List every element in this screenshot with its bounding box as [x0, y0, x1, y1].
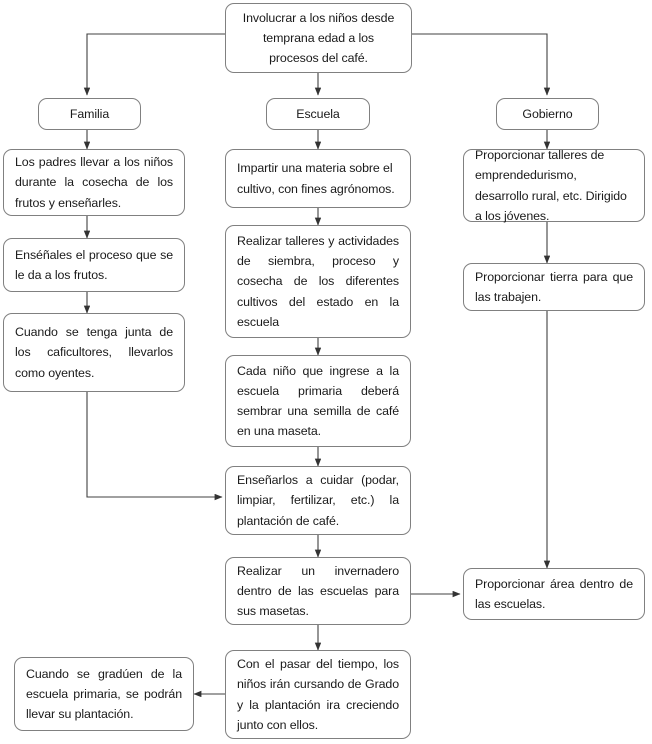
category-node-gobierno[interactable]: Gobierno — [496, 98, 599, 130]
familia-step-1-text: Los padres llevar a los niños durante la… — [15, 155, 173, 210]
familia-step-3[interactable]: Cuando se tenga junta de los caficultore… — [3, 313, 185, 392]
root-node-text: Involucrar a los niños desde temprana ed… — [242, 10, 395, 66]
gobierno-step-3-text: Proporcionar área dentro de las escuelas… — [475, 576, 633, 611]
escuela-step-3[interactable]: Cada niño que ingrese a la escuela prima… — [225, 355, 411, 447]
gobierno-step-1-text: Proporcionar talleres de emprendedurismo… — [475, 148, 627, 223]
outcome-node-graduacion[interactable]: Cuando se gradúen de la escuela primaria… — [14, 657, 194, 731]
escuela-step-4[interactable]: Enseñarlos a cuidar (podar, limpiar, fer… — [225, 466, 411, 535]
gobierno-step-2-text: Proporcionar tierra para que las trabaje… — [475, 269, 633, 304]
category-node-familia[interactable]: Familia — [38, 98, 141, 130]
escuela-step-2-text: Realizar talleres y actividades de siemb… — [237, 234, 399, 329]
escuela-step-2[interactable]: Realizar talleres y actividades de siemb… — [225, 225, 411, 338]
escuela-step-3-text: Cada niño que ingrese a la escuela prima… — [237, 363, 399, 439]
escuela-step-4-text: Enseñarlos a cuidar (podar, limpiar, fer… — [237, 473, 399, 528]
escuela-step-6-text: Con el pasar del tiempo, los niños irán … — [237, 657, 399, 732]
gobierno-step-3[interactable]: Proporcionar área dentro de las escuelas… — [463, 568, 645, 620]
familia-step-2[interactable]: Enséñales el proceso que se le da a los … — [3, 238, 185, 292]
category-label-familia: Familia — [69, 106, 110, 121]
escuela-step-5-text: Realizar un invernadero dentro de las es… — [237, 563, 399, 619]
escuela-step-1-text: Impartir una materia sobre el cultivo, c… — [237, 161, 395, 196]
familia-step-2-text: Enséñales el proceso que se le da a los … — [15, 247, 173, 282]
familia-step-1[interactable]: Los padres llevar a los niños durante la… — [3, 149, 185, 216]
escuela-step-5[interactable]: Realizar un invernadero dentro de las es… — [225, 557, 411, 625]
gobierno-step-2[interactable]: Proporcionar tierra para que las trabaje… — [463, 263, 645, 311]
escuela-step-1[interactable]: Impartir una materia sobre el cultivo, c… — [225, 149, 411, 208]
escuela-step-6[interactable]: Con el pasar del tiempo, los niños irán … — [225, 650, 411, 739]
root-node-involucrar-ninos[interactable]: Involucrar a los niños desde temprana ed… — [225, 3, 412, 73]
connector-f3-to-e4 — [86, 392, 223, 501]
category-node-escuela[interactable]: Escuela — [266, 98, 370, 130]
gobierno-step-1[interactable]: Proporcionar talleres de emprendedurismo… — [463, 148, 645, 223]
familia-step-3-text: Cuando se tenga junta de los caficultore… — [15, 325, 173, 380]
outcome-node-text: Cuando se gradúen de la escuela primaria… — [26, 666, 182, 722]
category-label-gobierno: Gobierno — [522, 106, 573, 121]
category-label-escuela: Escuela — [296, 106, 340, 121]
